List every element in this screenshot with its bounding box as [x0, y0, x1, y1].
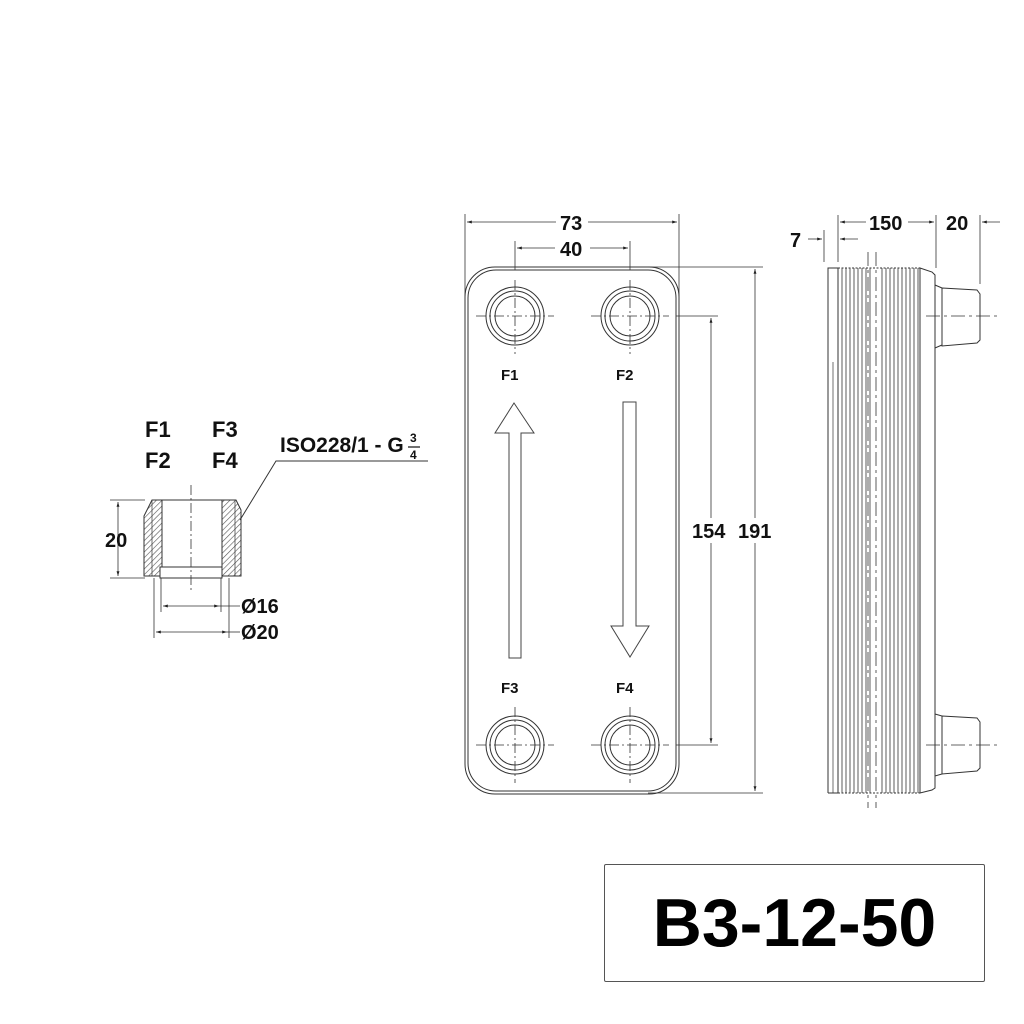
port-f3 — [476, 707, 554, 783]
thread-standard-label: ISO228/1 - G — [280, 434, 404, 457]
side-view: 7 150 20 — [790, 213, 1000, 808]
connection-length-dim: 20 — [946, 213, 968, 235]
fitting-height-dim: 20 — [105, 530, 127, 552]
front-port-label-f2: F2 — [616, 367, 634, 384]
front-width-dim: 73 — [560, 213, 582, 235]
front-port-label-f4: F4 — [616, 680, 634, 697]
flow-arrow-down-icon — [610, 401, 650, 658]
flow-arrow-up-icon — [494, 402, 535, 659]
port-label-f4: F4 — [212, 448, 238, 473]
svg-text:ISO228/1 - G: ISO228/1 - G — [280, 434, 404, 457]
port-f1 — [476, 280, 554, 354]
front-port-label-f1: F1 — [501, 367, 519, 384]
port-spacing-dim: 40 — [560, 239, 582, 261]
thread-fraction-den: 4 — [410, 448, 417, 462]
port-label-f2: F2 — [145, 448, 171, 473]
side-connection-top — [926, 284, 997, 349]
port-f2 — [591, 280, 669, 354]
port-vertical-dim: 154 — [692, 521, 726, 543]
front-port-label-f3: F3 — [501, 680, 519, 697]
side-connection-bottom — [926, 713, 997, 777]
thread-callout: ISO228/1 - G 3 4 — [239, 431, 428, 521]
pack-length-dim: 150 — [869, 213, 902, 235]
outer-diameter-dim: Ø20 — [241, 622, 279, 644]
model-number: B3-12-50 — [652, 885, 937, 961]
port-label-f1: F1 — [145, 417, 171, 442]
port-label-f3: F3 — [212, 417, 238, 442]
thread-fraction-num: 3 — [410, 431, 417, 445]
plate-offset-dim: 7 — [790, 230, 801, 252]
fitting-cross-section — [143, 485, 242, 592]
port-f4 — [591, 707, 669, 783]
overall-height-dim: 191 — [738, 521, 771, 543]
front-view: F1 F2 F3 F4 73 40 154 191 — [464, 213, 771, 795]
inner-diameter-dim: Ø16 — [241, 596, 279, 618]
title-block: B3-12-50 — [604, 864, 985, 982]
connection-detail: F1 F2 F3 F4 ISO228/1 - G 3 4 20 — [105, 417, 428, 644]
